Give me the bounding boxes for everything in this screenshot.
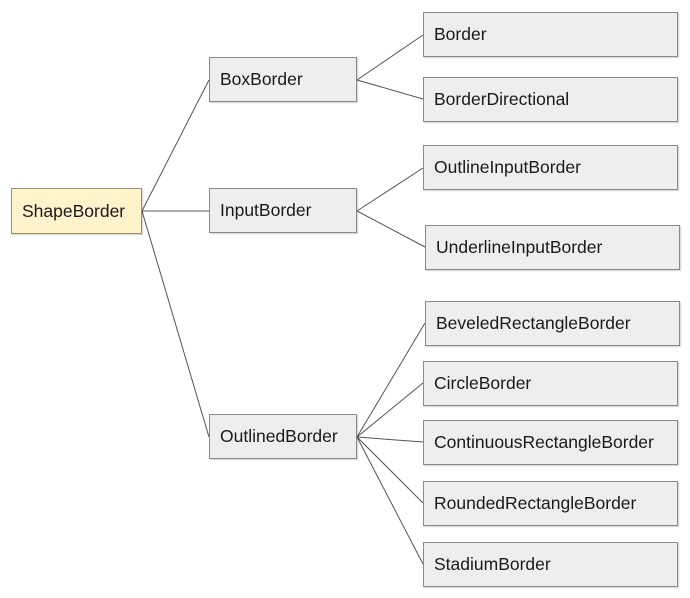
node-continuousrectangleborder: ContinuousRectangleBorder [423,420,678,465]
node-outlinedborder: OutlinedBorder [209,414,357,459]
node-inputborder: InputBorder [209,188,357,233]
node-border: Border [423,12,678,57]
edge-shapeborder-boxborder [141,79,210,212]
edge-inputborder-outlineinputborder [356,167,424,212]
edge-outlinedborder-circleborder [356,382,424,438]
node-underlineinputborder: UnderlineInputBorder [425,225,680,270]
node-stadiumborder: StadiumBorder [423,542,678,587]
edge-outlinedborder-beveledrectangleborder [356,322,426,438]
edge-outlinedborder-roundedrectangleborder [356,436,424,504]
node-boxborder: BoxBorder [209,57,357,102]
node-outlineinputborder: OutlineInputBorder [423,145,678,190]
edge-shapeborder-outlinedborder [141,210,210,438]
edge-boxborder-borderdirectional [356,79,424,100]
node-circleborder: CircleBorder [423,361,678,406]
node-roundedrectangleborder: RoundedRectangleBorder [423,481,678,526]
edge-outlinedborder-continuousrectangleborder [356,436,424,443]
edge-boxborder-border [356,34,424,81]
node-beveledrectangleborder: BeveledRectangleBorder [425,301,680,346]
node-shapeborder: ShapeBorder [11,188,142,234]
edge-inputborder-underlineinputborder [356,210,426,248]
node-borderdirectional: BorderDirectional [423,77,678,122]
edge-outlinedborder-stadiumborder [356,436,424,565]
